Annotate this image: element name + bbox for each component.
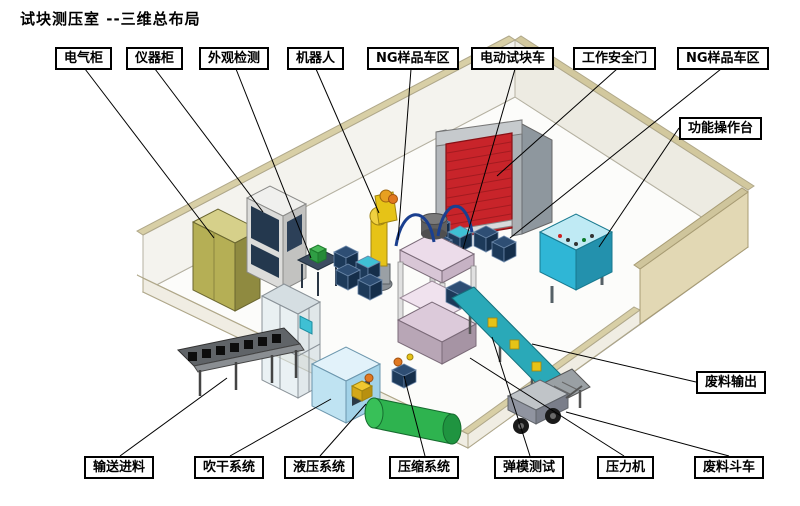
label-waste-output: 废料输出 [696, 371, 767, 394]
ng-rack-cluster-right [473, 225, 517, 263]
ng-rack-cluster-left [333, 245, 383, 301]
front-right-tall-wall [633, 187, 749, 325]
label-blow-dry-system: 吹干系统 [194, 456, 265, 479]
instrument-cabinet-3d [245, 185, 308, 291]
label-waste-hopper-cart: 废料斗车 [694, 456, 765, 479]
label-electric-test-block-cart: 电动试块车 [471, 47, 555, 70]
function-console-3d [538, 213, 614, 303]
label-instrument-cabinet: 仪器柜 [126, 47, 184, 70]
label-function-console: 功能操作台 [679, 117, 763, 140]
label-robot: 机器人 [287, 47, 345, 70]
safety-door-3d [435, 119, 553, 245]
page-title: 试块测压室 --三维总布局 [20, 10, 201, 28]
label-hydraulic-system: 液压系统 [284, 456, 355, 479]
label-ng-sample-area-right: NG样品车区 [677, 47, 769, 70]
label-electrical-cabinet: 电气柜 [55, 47, 113, 70]
feed-conveyor-3d [176, 327, 305, 396]
hydraulic-tank-3d [350, 373, 462, 445]
waste-cart-3d [506, 379, 583, 434]
label-work-safety-door: 工作安全门 [573, 47, 657, 70]
label-feed-conveyor: 输送进料 [84, 456, 155, 479]
output-conveyor-3d [445, 280, 571, 396]
leader-lines [84, 68, 730, 457]
label-ng-sample-area-left: NG样品车区 [367, 47, 459, 70]
compressor-unit-3d [391, 353, 417, 389]
inspection-bench-3d [296, 244, 342, 296]
label-visual-inspection: 外观检测 [199, 47, 270, 70]
label-press-machine: 压力机 [597, 456, 655, 479]
label-compression-system: 压缩系统 [389, 456, 460, 479]
label-elastic-modulus-test: 弹模测试 [494, 456, 565, 479]
